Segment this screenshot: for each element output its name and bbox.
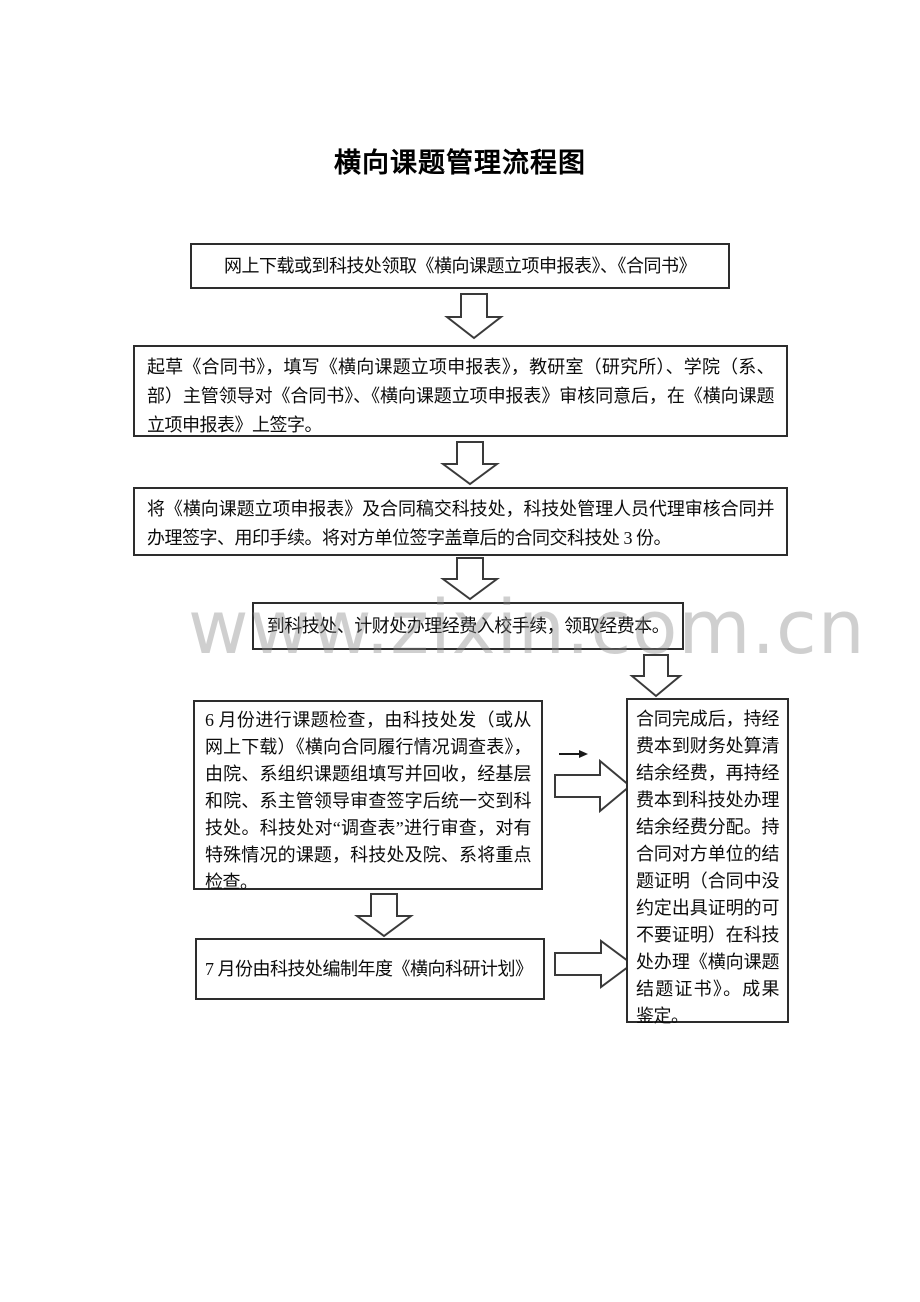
flow-node-draft: 起草《合同书》，填写《横向课题立项申报表》，教研室（研究所）、学院（系、部）主管…	[133, 345, 788, 437]
flow-node-july-plan-label: 7 月份由科技处编制年度《横向科研计划》	[205, 959, 533, 979]
page-title: 横向课题管理流程图	[334, 148, 586, 179]
flow-node-submit-label: 将《横向课题立项申报表》及合同稿交科技处，科技处管理人员代理审核合同并办理签字、…	[147, 499, 775, 548]
flow-node-start: 网上下载或到科技处领取《横向课题立项申报表》、《合同书》	[190, 243, 730, 289]
flow-node-funding-label: 到科技处、计财处办理经费入校手续，领取经费本。	[266, 616, 670, 636]
flow-node-june-check-label: 6 月份进行课题检查，由科技处发（或从网上下载）《横向合同履行情况调查表》，由院…	[205, 710, 532, 892]
flow-node-july-plan: 7 月份由科技处编制年度《横向科研计划》	[195, 938, 545, 1000]
flow-node-june-check: 6 月份进行课题检查，由科技处发（或从网上下载）《横向合同履行情况调查表》，由院…	[193, 700, 543, 892]
arrow-down-icon	[444, 293, 504, 340]
thin-arrow-right-icon	[558, 748, 588, 760]
arrow-down-icon	[440, 557, 500, 601]
flow-node-submit: 将《横向课题立项申报表》及合同稿交科技处，科技处管理人员代理审核合同并办理签字、…	[133, 487, 788, 556]
flow-node-start-label: 网上下载或到科技处领取《横向课题立项申报表》、《合同书》	[224, 256, 697, 276]
arrow-down-icon	[354, 893, 414, 938]
flow-node-draft-label: 起草《合同书》，填写《横向课题立项申报表》，教研室（研究所）、学院（系、部）主管…	[147, 357, 775, 435]
arrow-right-icon	[554, 759, 632, 813]
flow-node-funding: 到科技处、计财处办理经费入校手续，领取经费本。	[252, 602, 684, 650]
arrow-right-icon	[554, 939, 634, 989]
arrow-down-icon	[629, 654, 683, 698]
arrow-down-icon	[440, 441, 500, 486]
flow-node-finish: 合同完成后，持经费本到财务处算清结余经费，再持经费本到科技处办理结余经费分配。持…	[626, 698, 789, 1026]
flow-node-finish-label: 合同完成后，持经费本到财务处算清结余经费，再持经费本到科技处办理结余经费分配。持…	[636, 709, 780, 1026]
